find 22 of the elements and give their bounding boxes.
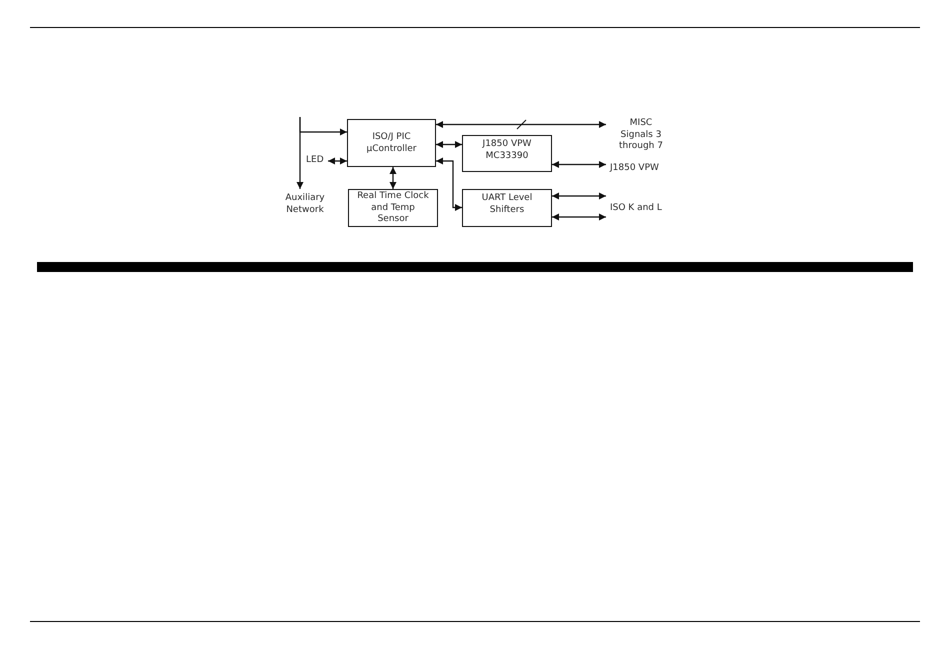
process-box bbox=[347, 119, 436, 167]
arrow bbox=[296, 117, 304, 189]
double-arrow bbox=[390, 167, 396, 189]
double-arrow bbox=[552, 214, 606, 220]
box-label: ISO/J PIC µController bbox=[366, 132, 418, 155]
double-arrow bbox=[552, 161, 606, 168]
box-label: Real Time Clock and Temp Sensor bbox=[356, 191, 430, 226]
signal-label: LED bbox=[306, 155, 325, 167]
signal-label: J1850 VPW bbox=[610, 163, 664, 175]
double-arrow bbox=[436, 121, 606, 128]
process-box bbox=[348, 189, 438, 227]
signal-label: Auxiliary Network bbox=[282, 193, 328, 216]
double-arrow bbox=[328, 158, 347, 164]
double-arrow bbox=[552, 192, 606, 200]
box-label: J1850 VPW MC33390 bbox=[481, 139, 532, 162]
box-label: UART Level Shifters bbox=[480, 193, 534, 216]
signal-label: MISC Signals 3 through 7 bbox=[614, 118, 668, 153]
double-arrow bbox=[436, 158, 462, 211]
signal-label: ISO K and L bbox=[610, 203, 668, 215]
process-box bbox=[462, 189, 552, 227]
double-arrow bbox=[436, 141, 462, 148]
process-box bbox=[462, 135, 552, 172]
